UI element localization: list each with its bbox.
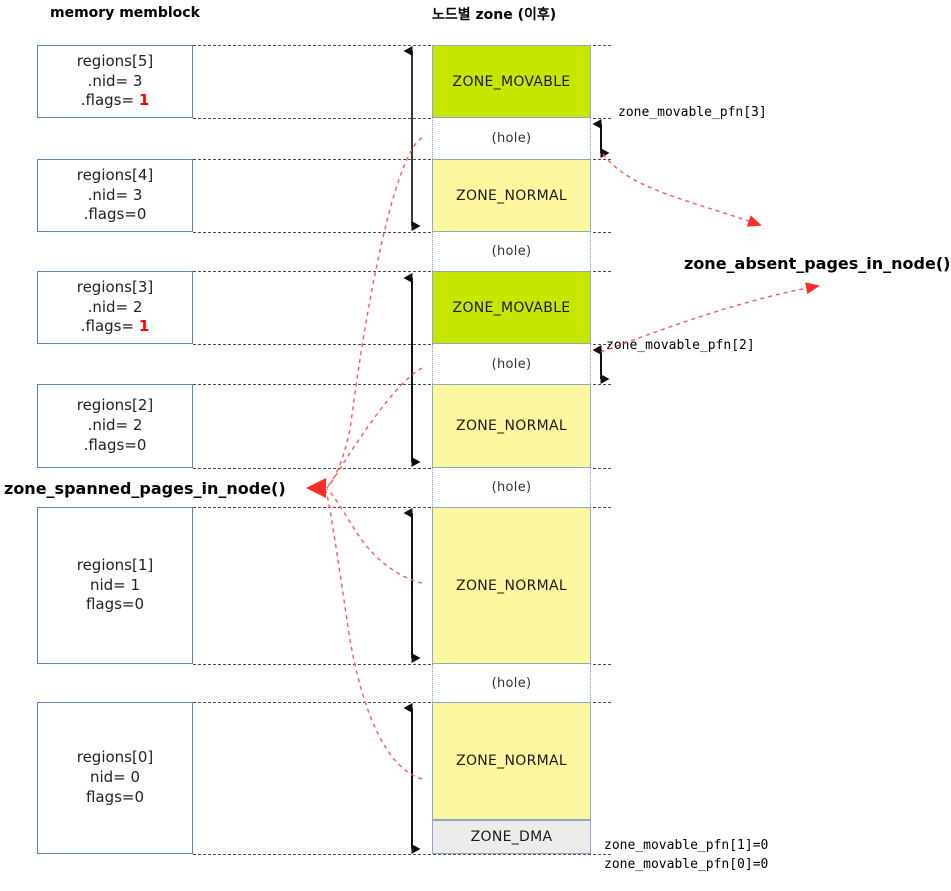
zone-label: ZONE_MOVABLE	[452, 73, 571, 90]
label-zone-spanned-pages-in-node: zone_spanned_pages_in_node()	[4, 479, 286, 498]
zone-block-hole: (hole)	[432, 232, 591, 271]
label-zone-movable-pfn-3: zone_movable_pfn[3]	[618, 105, 767, 120]
zone-label: (hole)	[491, 356, 532, 372]
zone-label: ZONE_NORMAL	[456, 577, 567, 594]
region-flags: flags=0	[85, 787, 145, 806]
zone-block-dma[interactable]: ZONE_DMA	[432, 820, 591, 854]
zone-label: ZONE_NORMAL	[456, 753, 567, 769]
zone-block-movable-n2[interactable]: ZONE_MOVABLE	[432, 271, 591, 344]
zone-label: ZONE_NORMAL	[456, 187, 567, 204]
label-zone-absent-pages-in-node: zone_absent_pages_in_node()	[684, 254, 951, 273]
guide-rule	[193, 854, 611, 855]
region-box-1[interactable]: regions[1] nid= 1 flags=0	[37, 507, 193, 664]
label-zone-movable-pfn-2: zone_movable_pfn[2]	[606, 338, 755, 353]
guide-rule	[193, 118, 611, 119]
absent-connector-curves	[600, 153, 820, 353]
zone-block-hole: (hole)	[432, 468, 591, 507]
zone-label: (hole)	[491, 131, 532, 146]
spanned-curve-node0	[325, 490, 423, 780]
zone-block-hole: (hole)	[432, 118, 591, 159]
heading-node-zone: 노드별 zone (이후)	[432, 7, 557, 23]
spanned-arrowhead	[306, 478, 326, 498]
region-nid: nid= 0	[89, 768, 141, 787]
region-name: regions[0]	[76, 748, 154, 767]
region-nid: .nid= 2	[87, 416, 143, 435]
region-nid: .nid= 3	[87, 185, 143, 204]
region-box-2[interactable]: regions[2] .nid= 2 .flags=0	[37, 384, 193, 468]
region-flags: .flags=0	[83, 205, 147, 224]
zone-block-movable-n3[interactable]: ZONE_MOVABLE	[432, 45, 591, 118]
region-nid: nid= 1	[89, 575, 141, 594]
zone-label: ZONE_DMA	[470, 829, 553, 845]
absent-curve-node3	[602, 153, 762, 227]
zone-label: ZONE_MOVABLE	[452, 299, 571, 316]
region-box-4[interactable]: regions[4] .nid= 3 .flags=0	[37, 159, 193, 232]
region-box-5[interactable]: regions[5] .nid= 3 .flags= 1	[37, 45, 193, 118]
region-flags: .flags=0	[83, 435, 147, 454]
zone-block-normal-n2[interactable]: ZONE_NORMAL	[432, 384, 591, 468]
spanned-curve-node1	[326, 488, 423, 584]
region-box-3[interactable]: regions[3] .nid= 2 .flags= 1	[37, 271, 193, 344]
spanned-curve-node2	[326, 367, 423, 489]
region-name: regions[1]	[76, 555, 154, 574]
zone-label: ZONE_NORMAL	[456, 418, 567, 434]
region-name: regions[3]	[76, 277, 154, 296]
region-name: regions[4]	[76, 165, 154, 184]
guide-rule	[193, 45, 611, 46]
region-flags: .flags= 1	[80, 317, 150, 336]
zone-label: (hole)	[491, 675, 532, 691]
heading-memory-memblock: memory memblock	[50, 5, 200, 21]
region-name: regions[2]	[76, 396, 154, 415]
zone-block-normal-n3[interactable]: ZONE_NORMAL	[432, 159, 591, 232]
spanned-curve-node3	[326, 137, 423, 488]
region-name: regions[5]	[76, 51, 154, 70]
zone-block-normal-n0[interactable]: ZONE_NORMAL	[432, 702, 591, 820]
zone-block-normal-n1[interactable]: ZONE_NORMAL	[432, 507, 591, 664]
region-nid: .nid= 2	[87, 297, 143, 316]
spanned-connector-curves	[325, 137, 423, 780]
region-box-0[interactable]: regions[0] nid= 0 flags=0	[37, 702, 193, 854]
label-zone-movable-pfn-0: zone_movable_pfn[0]=0	[604, 857, 769, 872]
zone-block-hole: (hole)	[432, 344, 591, 384]
region-nid: .nid= 3	[87, 71, 143, 90]
zone-block-hole: (hole)	[432, 664, 591, 702]
label-zone-movable-pfn-1: zone_movable_pfn[1]=0	[604, 838, 769, 853]
zone-label: (hole)	[491, 244, 532, 259]
region-flags: flags=0	[85, 595, 145, 614]
zone-label: (hole)	[491, 480, 532, 495]
region-flags: .flags= 1	[80, 91, 150, 110]
